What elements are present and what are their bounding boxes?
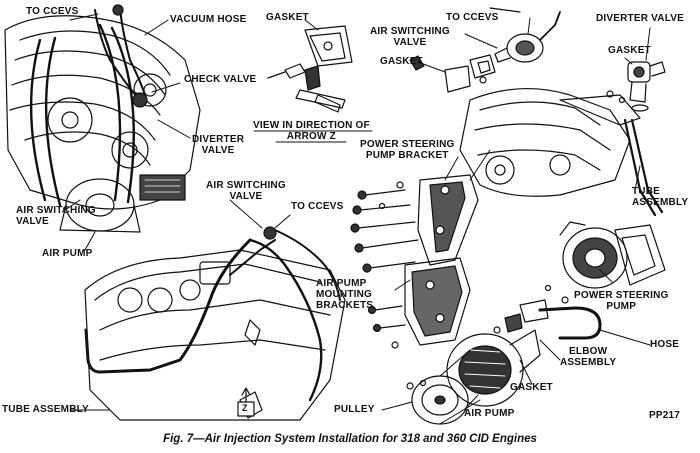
label-pulley: PULLEY	[334, 404, 375, 415]
arrow-z-marker	[237, 387, 255, 417]
leader-lines-left	[61, 13, 191, 251]
label-hose: HOSE	[650, 339, 680, 350]
label-vacuum-hose: VACUUM HOSE	[170, 14, 247, 25]
air-switching-valve-assembly	[409, 7, 561, 93]
label-tube-assembly-bottom: TUBE ASSEMBLY	[2, 404, 89, 415]
engine-bottom-view	[69, 199, 346, 421]
label-air-switching-valve-left: AIR SWITCHING VALVE	[16, 205, 96, 227]
label-gasket-bottom: GASKET	[510, 382, 553, 393]
label-air-switching-valve-top: AIR SWITCHING VALVE	[370, 26, 450, 48]
air-pump-mounting-brackets	[367, 257, 471, 349]
leader-lines-right	[381, 17, 651, 411]
label-to-ccevs-top-left: TO CCEVS	[26, 6, 79, 17]
view-heading-underline	[253, 130, 373, 143]
air-pump-bottom	[406, 329, 541, 425]
figure-code: PP217	[649, 410, 681, 421]
arrow-z-label: Z	[242, 403, 248, 413]
label-to-ccevs-center: TO CCEVS	[291, 201, 344, 212]
label-view-direction: VIEW IN DIRECTION OF ARROW Z	[253, 120, 370, 142]
label-air-pump-bottom: AIR PUMP	[464, 408, 515, 419]
label-gasket-near-valve: GASKET	[380, 56, 423, 67]
label-power-steering-pump: POWER STEERING PUMP	[574, 290, 669, 312]
power-steering-pump	[544, 221, 666, 304]
gasket-detail	[267, 19, 353, 113]
label-diverter-valve-top-right: DIVERTER VALVE	[596, 13, 684, 24]
engine-front-view	[4, 4, 201, 233]
label-air-pump-left: AIR PUMP	[42, 248, 93, 259]
label-check-valve: CHECK VALVE	[184, 74, 257, 85]
power-steering-bracket	[350, 149, 491, 273]
label-to-ccevs-top-right: TO CCEVS	[446, 12, 499, 23]
label-air-pump-mounting-brackets: AIR PUMP MOUNTING BRACKETS	[316, 278, 374, 311]
figure-caption: Fig. 7—Air Injection System Installation…	[163, 433, 537, 445]
label-gasket-top-center: GASKET	[266, 12, 309, 23]
label-air-switching-valve-center: AIR SWITCHING VALVE	[206, 180, 286, 202]
label-elbow-assembly: ELBOW ASSEMBLY	[560, 346, 617, 368]
label-diverter-valve-left: DIVERTER VALVE	[192, 134, 245, 156]
label-gasket-top-right: GASKET	[608, 45, 651, 56]
label-tube-assembly-right: TUBE ASSEMBLY	[632, 186, 689, 208]
hose-elbow	[493, 299, 602, 340]
label-power-steering-pump-bracket: POWER STEERING PUMP BRACKET	[360, 139, 455, 161]
engine-manifold	[459, 87, 664, 217]
diverter-valve-right	[606, 27, 666, 112]
